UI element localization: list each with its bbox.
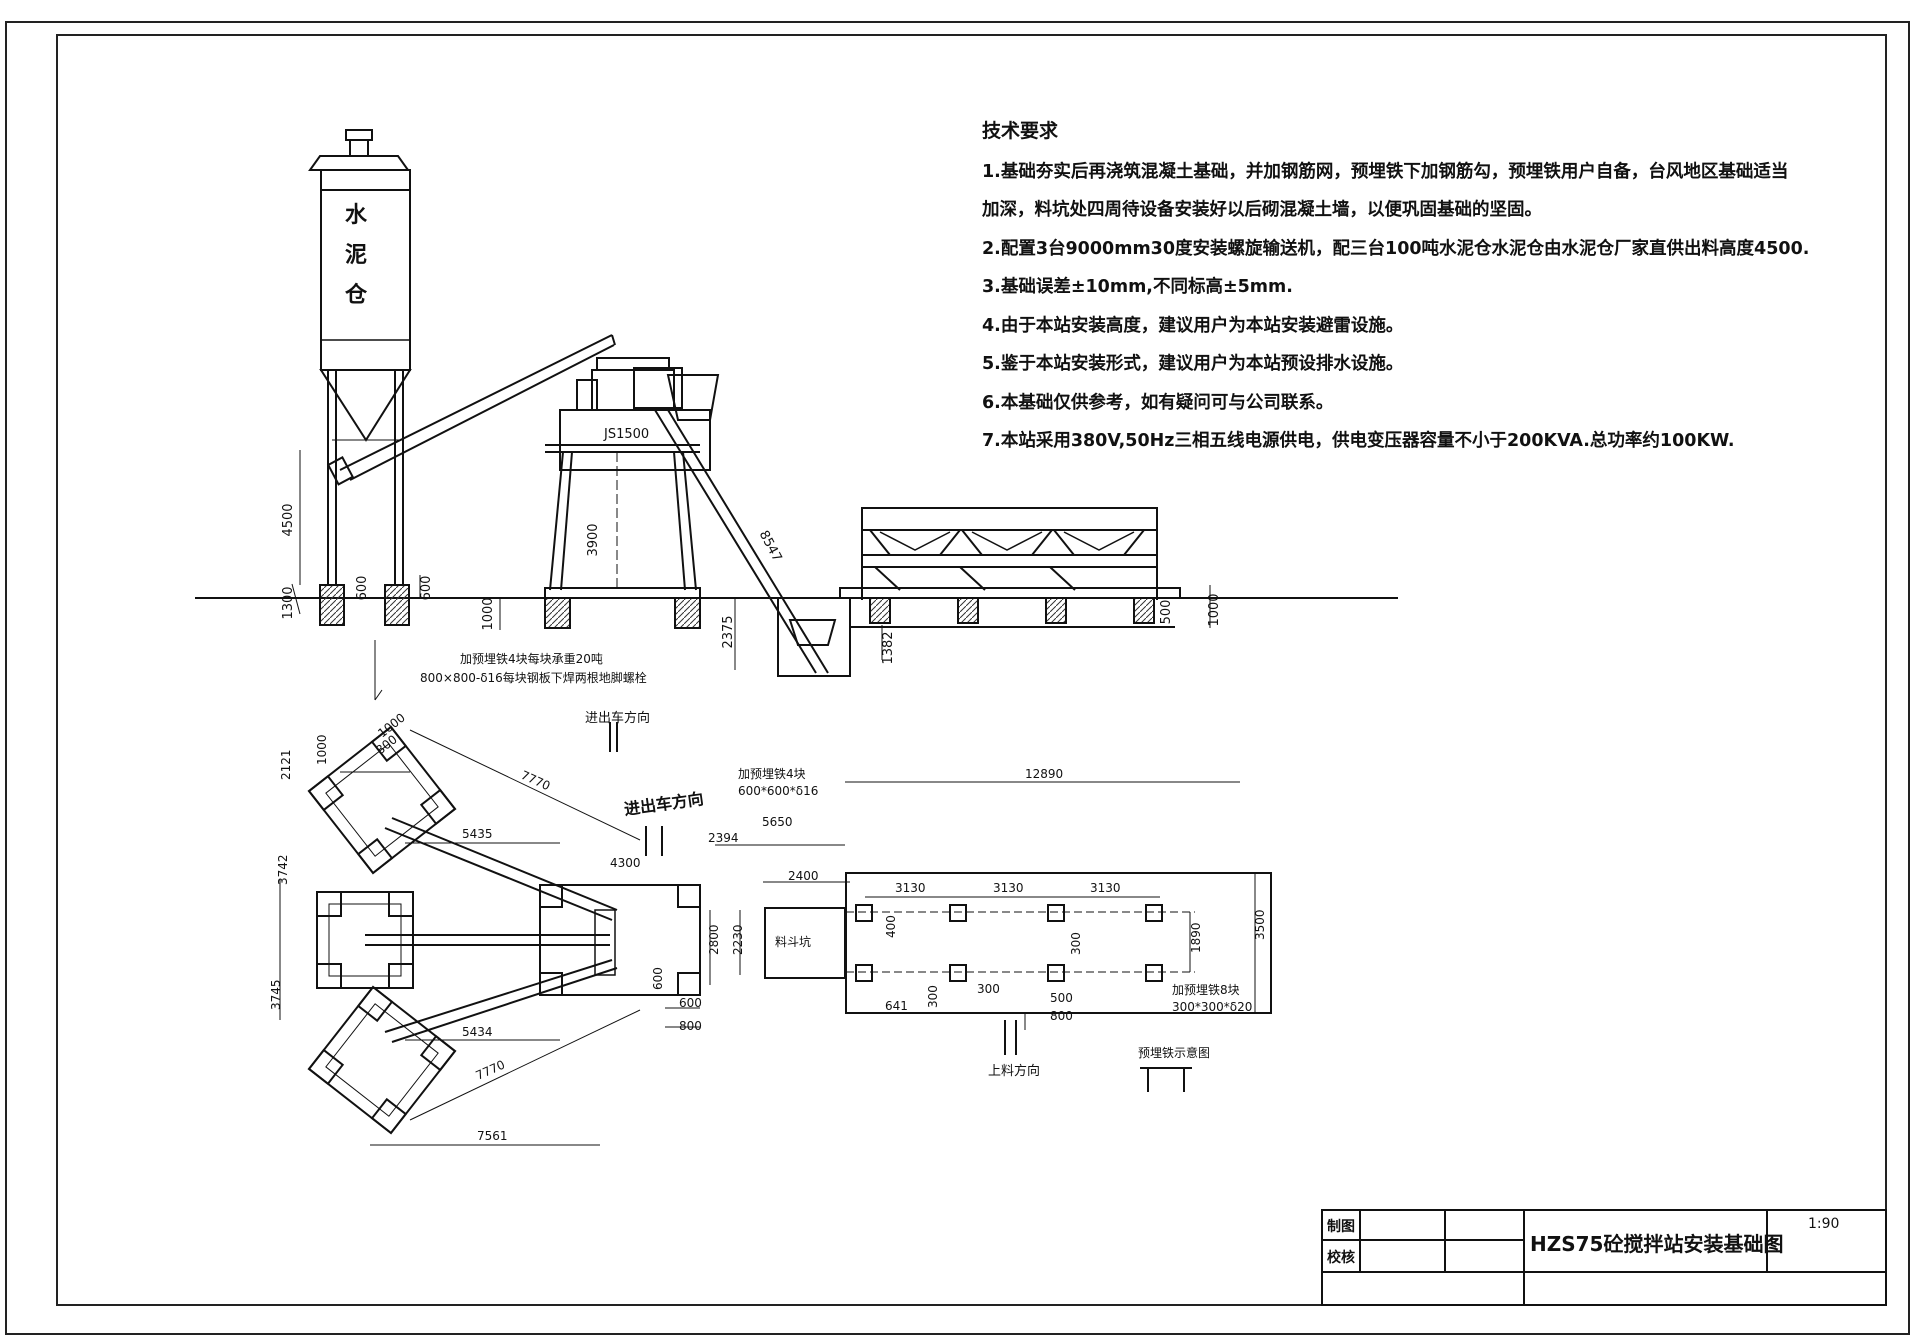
dim-2400: 2400 <box>788 869 819 883</box>
dim-500-plan: 500 <box>1050 991 1073 1005</box>
dim-5434: 5434 <box>462 1025 493 1039</box>
note-line: 5.鉴于本站安装形式，建议用户为本站预设排水设施。 <box>982 354 1404 374</box>
dim-4300: 4300 <box>610 856 641 870</box>
dim-7770-bottom: 7770 <box>474 1058 508 1083</box>
embed-sketch <box>1140 1067 1192 1092</box>
embed4-line1: 加预埋铁4块 <box>738 767 806 781</box>
dim-300-b: 300 <box>1069 932 1083 955</box>
dim-1382: 1382 <box>881 631 896 664</box>
inner-border <box>56 34 1887 1306</box>
note-line: 3.基础误差±10mm,不同标高±5mm. <box>982 277 1293 297</box>
checked-by-label: 校核 <box>1327 1250 1355 1266</box>
screw-conveyor <box>339 334 616 481</box>
dim-600-plan-b: 600 <box>679 996 702 1010</box>
dim-7770-top: 7770 <box>519 768 553 793</box>
arrow-top-label: 进出车方向 <box>585 710 650 726</box>
elevation-texts: 水 泥 仓 JS1500 4500 1300 600 600 1000 3900… <box>281 203 1222 685</box>
dim-641: 641 <box>885 999 908 1013</box>
dim-2375: 2375 <box>721 615 736 648</box>
pit-label: 料斗坑 <box>775 934 811 949</box>
arrow-bottom-label: 上料方向 <box>988 1063 1040 1079</box>
dim-5650: 5650 <box>762 815 793 829</box>
notes-title: 技术要求 <box>982 120 1059 142</box>
silo-char-2: 泥 <box>345 243 367 268</box>
dim-5435: 5435 <box>462 827 493 841</box>
dim-7561: 7561 <box>477 1129 508 1143</box>
mixer-tower <box>544 357 711 629</box>
dim-800-plan-c: 800 <box>1050 1009 1073 1023</box>
dim-300-c: 300 <box>926 985 940 1008</box>
dim-500: 500 <box>1159 600 1174 625</box>
drawing-title: HZS75砼搅拌站安装基础图 <box>1530 1232 1784 1256</box>
dim-2230: 2230 <box>731 924 745 955</box>
dim-3900: 3900 <box>586 523 601 556</box>
drawn-by-label: 制图 <box>1327 1219 1355 1235</box>
note-line: 2.配置3台9000mm30度安装螺旋输送机，配三台100吨水泥仓水泥仓由水泥仓… <box>982 238 1810 259</box>
hopper-pit <box>777 598 851 677</box>
dim-1000-small: 1000 <box>315 734 329 765</box>
technical-requirements: 技术要求 1.基础夯实后再浇筑混凝土基础，并加钢筋网，预埋铁下加钢筋勾，预埋铁用… <box>982 112 1810 461</box>
dim-3745: 3745 <box>269 979 283 1010</box>
dim-12890: 12890 <box>1025 767 1063 781</box>
dim-800-plan-b: 800 <box>679 1019 702 1033</box>
note-line: 7.本站采用380V,50Hz三相五线电源供电，供电变压器容量不小于200KVA… <box>982 431 1735 451</box>
embed-note-2: 800×800-δ16每块钢板下焊两根地脚螺栓 <box>420 670 647 685</box>
dim-600a: 600 <box>355 576 370 601</box>
embed4-line2: 600*600*δ16 <box>738 784 818 798</box>
dim-600b: 600 <box>419 576 434 601</box>
dim-2394: 2394 <box>708 831 739 845</box>
note-line: 4.由于本站安装高度，建议用户为本站安装避雷设施。 <box>982 315 1404 336</box>
dim-3130-b: 3130 <box>993 881 1024 895</box>
silo-char-1: 水 <box>345 203 368 228</box>
batcher-foundation <box>845 872 1272 1014</box>
silo-char-3: 仓 <box>344 282 368 308</box>
embed8-line2: 300*300*δ20 <box>1172 1000 1252 1014</box>
silo-foundation-top <box>307 725 457 875</box>
note-line: 加深，料坑处四周待设备安装好以后砌混凝土墙，以便巩固基础的坚固。 <box>982 200 1542 220</box>
dim-400: 400 <box>884 915 898 938</box>
dim-1890: 1890 <box>1189 922 1203 953</box>
note-line: 1.基础夯实后再浇筑混凝土基础，并加钢筋网，预埋铁下加钢筋勾，预埋铁用户自备，台… <box>982 161 1789 182</box>
dim-2800: 2800 <box>707 924 721 955</box>
dim-3500: 3500 <box>1253 909 1267 940</box>
drawing-scale: 1:90 <box>1808 1216 1840 1232</box>
mixer-label: JS1500 <box>603 427 649 442</box>
dim-2121: 2121 <box>279 749 293 780</box>
aggregate-batcher <box>839 507 1181 628</box>
skip-hopper <box>666 374 720 421</box>
dim-1000a: 1000 <box>481 597 496 630</box>
skip-rail <box>654 409 829 674</box>
dim-300-a: 300 <box>977 982 1000 996</box>
note-line: 6.本基础仅供参考，如有疑问可与公司联系。 <box>982 392 1334 413</box>
embed-note-1: 加预埋铁4块每块承重20吨 <box>460 651 603 666</box>
dim-1000b: 1000 <box>1207 593 1222 626</box>
elevation-view <box>195 129 1398 701</box>
embed8-line1: 加预埋铁8块 <box>1172 983 1240 997</box>
dim-3742: 3742 <box>276 854 290 885</box>
silo-foundation-mid <box>316 891 414 989</box>
dim-3130-a: 3130 <box>895 881 926 895</box>
plan-view <box>279 722 1272 1146</box>
dim-8547: 8547 <box>756 528 785 564</box>
dim-1300: 1300 <box>281 586 296 619</box>
dim-4500: 4500 <box>281 503 296 536</box>
plan-texts: 进出车方向 进出车方向 上料方向 1000 800 2121 1000 7770… <box>269 710 1267 1143</box>
silo-foundation-bottom <box>307 985 457 1135</box>
mixer-foundation <box>539 884 701 996</box>
outer-border <box>5 21 1910 1335</box>
embed-sketch-label: 预埋铁示意图 <box>1138 1045 1210 1060</box>
title-block <box>1321 1209 1887 1306</box>
arrow-mid-label: 进出车方向 <box>623 789 705 819</box>
dim-600-plan: 600 <box>651 967 665 990</box>
dim-3130-c: 3130 <box>1090 881 1121 895</box>
